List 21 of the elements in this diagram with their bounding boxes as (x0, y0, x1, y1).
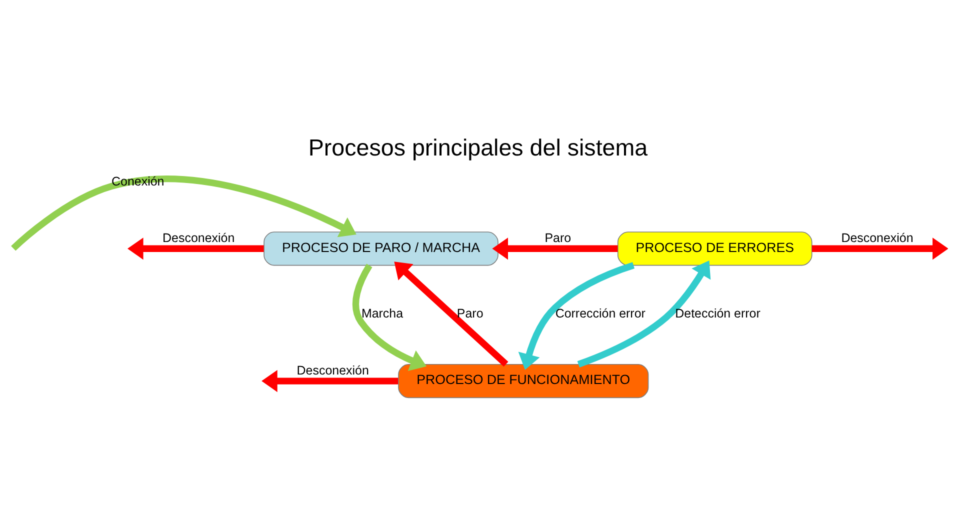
edge-label: Marcha (361, 306, 404, 320)
arrow (812, 237, 948, 260)
arrow (352, 263, 427, 371)
arrow (128, 237, 264, 260)
edge-label: Desconexión (296, 362, 369, 377)
arrow (394, 261, 508, 366)
diagram-title: Procesos principales del sistema (308, 134, 648, 160)
edge-label: Desconexión (162, 230, 235, 244)
edge-label: Corrección error (555, 306, 646, 320)
node-box: PROCESO DE ERRORES (617, 231, 812, 266)
edge-label: Desconexión (841, 230, 914, 244)
arrow (262, 369, 398, 392)
edge-label: Paro (456, 306, 484, 320)
edge-label: Paro (544, 230, 572, 244)
node-box: PROCESO DE FUNCIONAMIENTO (398, 363, 649, 398)
arrow (577, 260, 711, 367)
node-box: PROCESO DE PARO / MARCHA (264, 231, 498, 266)
arrow (518, 262, 635, 370)
arrow (11, 175, 356, 250)
arrow (492, 237, 618, 260)
edge-label: Detección error (675, 306, 760, 320)
